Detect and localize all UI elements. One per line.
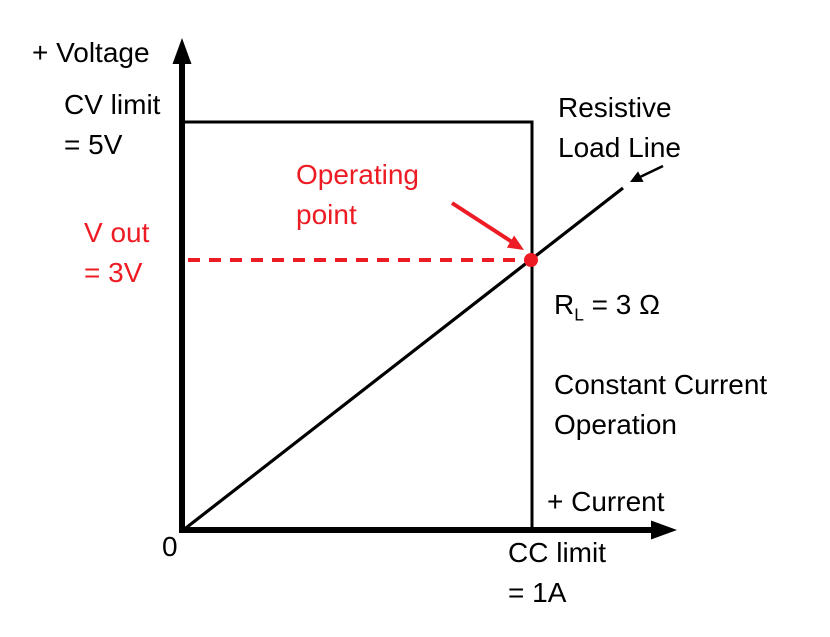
- operating-point-arrow: [450, 201, 514, 244]
- origin-label: 0: [162, 531, 178, 562]
- operating-point-dot: [524, 253, 538, 267]
- load-line-pointer-arrowhead-icon: [630, 171, 644, 182]
- current-axis-arrowhead-icon: [651, 520, 677, 540]
- load-line-pointer-arrow: [639, 164, 664, 179]
- load-resistance-equation: = 3 Ω: [583, 289, 661, 320]
- operation-mode-label: Constant Current Operation: [554, 369, 768, 440]
- cv-limit-label: CV limit = 5V: [64, 89, 161, 160]
- resistive-load-line: [181, 186, 624, 533]
- load-resistance-block: RL = 3 Ω Constant Current Operation: [554, 245, 767, 485]
- cc-limit-label: CC limit = 1A: [508, 537, 606, 608]
- operating-point-arrowhead-icon: [506, 235, 524, 250]
- load-resistance-symbol: R: [554, 289, 575, 320]
- load-resistance-subscript: L: [574, 304, 584, 325]
- load-resistance-value: RL = 3 Ω: [554, 285, 767, 325]
- current-axis-label: + Current: [547, 486, 665, 517]
- voltage-axis-label: + Voltage: [32, 37, 150, 68]
- operating-point-label: Operating point: [296, 159, 419, 230]
- voltage-axis-arrowhead-icon: [172, 38, 192, 64]
- v-out-label: V out = 3V: [84, 217, 150, 288]
- resistive-load-line-label: Resistive Load Line: [558, 92, 682, 163]
